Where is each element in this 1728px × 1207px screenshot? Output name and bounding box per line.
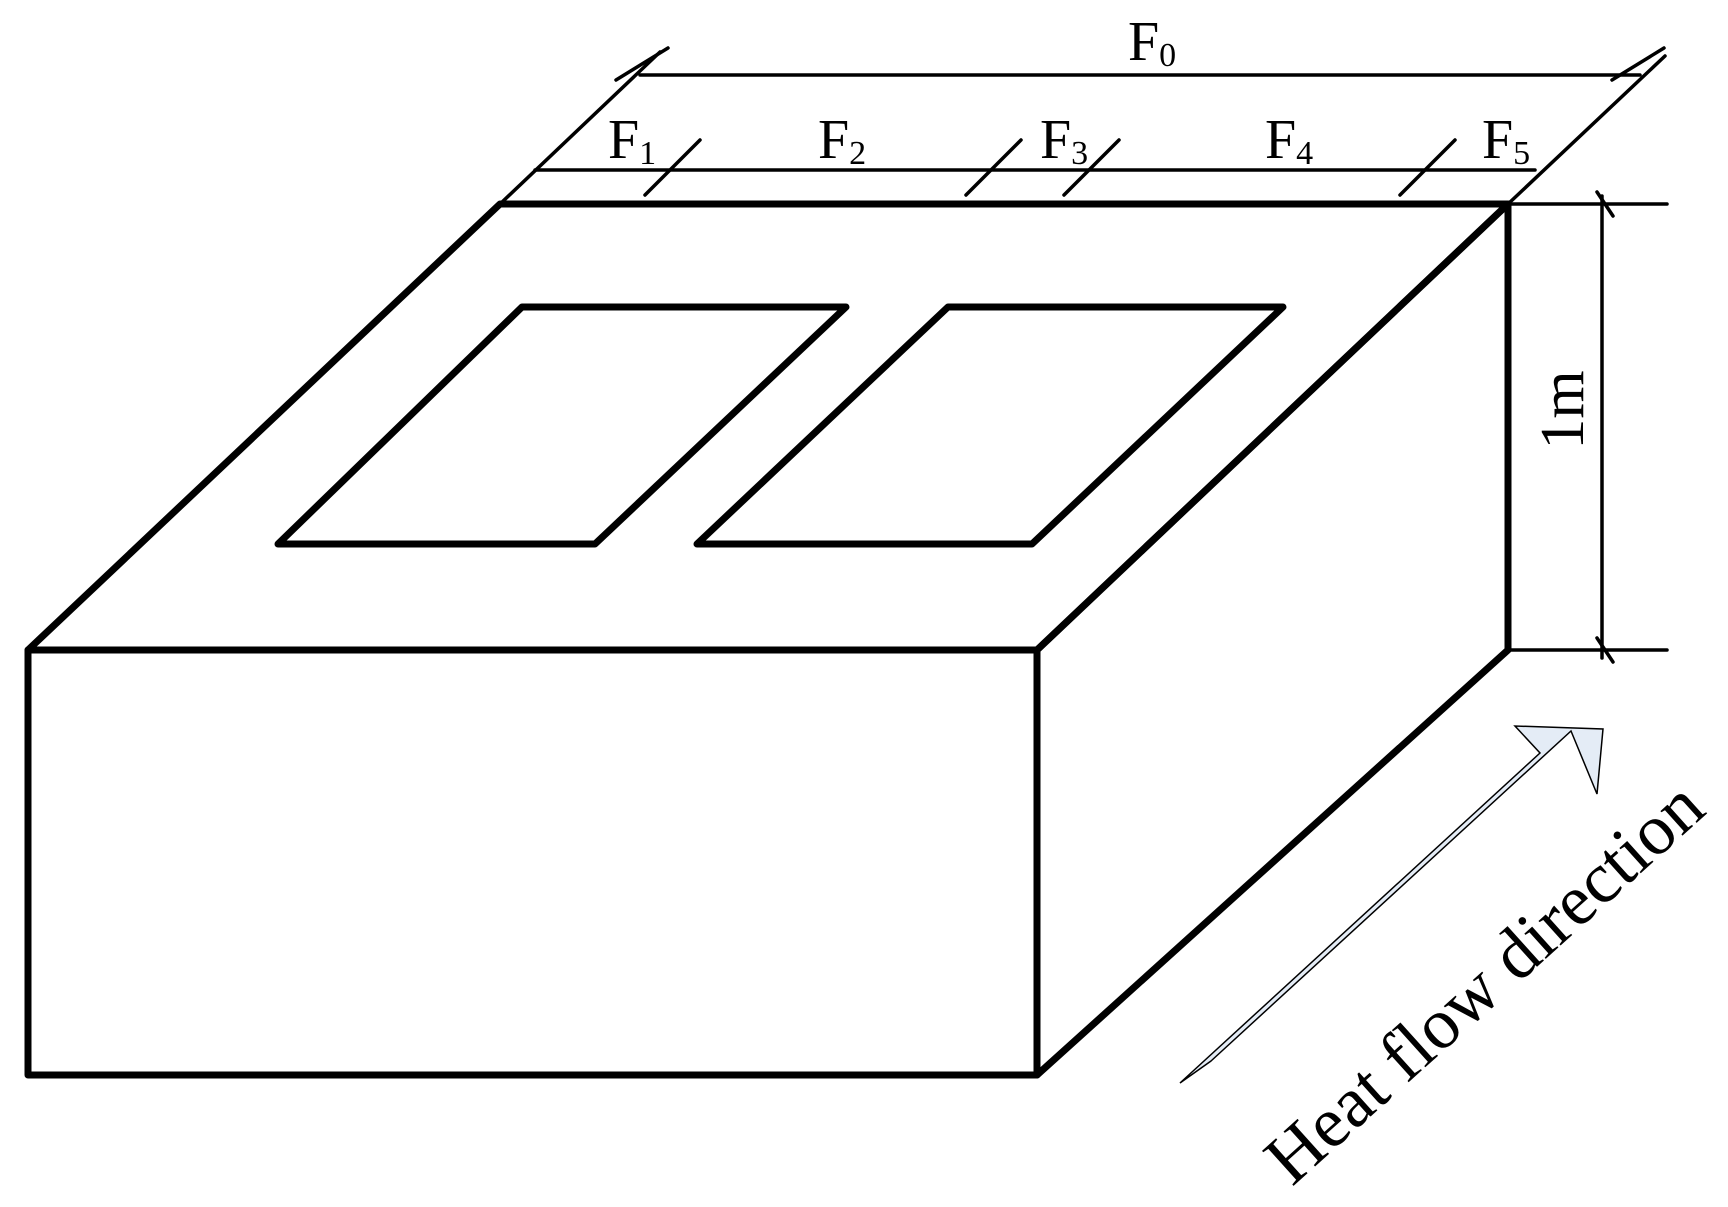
tick-f3-f4 [1062, 138, 1121, 197]
tick-f4-f5 [1398, 138, 1457, 197]
block-outline [24, 200, 1512, 1079]
tick-f1-f2 [643, 138, 702, 197]
f1-label: F1 [608, 109, 656, 172]
heat-flow-arrow [1179, 725, 1604, 1084]
top-face [24, 200, 1512, 654]
f5-label: F5 [1482, 109, 1530, 172]
tick-f2-f3 [964, 138, 1023, 197]
f0-label: F0 [1128, 11, 1176, 74]
f3-label: F3 [1040, 109, 1088, 172]
right-cavity-opening [693, 303, 1287, 548]
right-face [1033, 200, 1512, 1079]
f4-label: F4 [1265, 109, 1313, 172]
dimension-lines [498, 46, 1669, 664]
heat-flow-label: Heat flow direction [1249, 765, 1719, 1199]
left-cavity-opening [274, 303, 850, 548]
height-label: 1m [1529, 370, 1597, 449]
left-extension-line [498, 50, 662, 206]
height-tick-top [1595, 190, 1615, 218]
f0-tick-left [614, 46, 670, 82]
front-face [24, 646, 1041, 1079]
height-tick-bottom [1595, 636, 1615, 664]
f0-tick-right [1610, 46, 1666, 82]
right-extension-line [1506, 54, 1667, 206]
f2-label: F2 [818, 109, 866, 172]
